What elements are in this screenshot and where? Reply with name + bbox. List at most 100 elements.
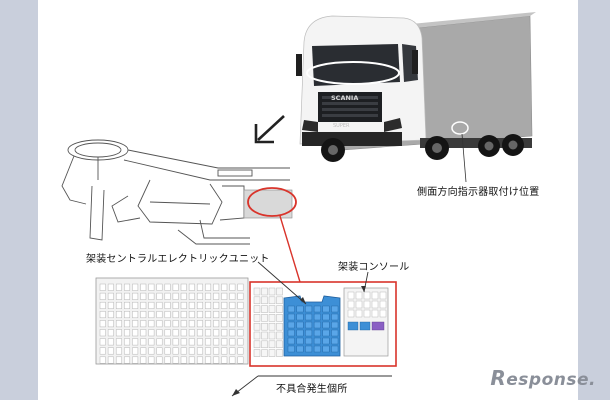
grid-cell: [124, 311, 131, 319]
grid-cell: [148, 283, 155, 291]
grid-cell: [237, 329, 244, 337]
grid-cell: [287, 345, 295, 353]
grid-cell: [261, 331, 268, 340]
grid-cell: [99, 283, 106, 291]
grid-cell: [132, 301, 139, 309]
grid-cell: [237, 301, 244, 309]
grid-cell: [253, 331, 261, 340]
grid-cell: [363, 291, 371, 300]
grid-cell: [115, 338, 122, 346]
grid-cell: [188, 292, 195, 300]
grid-cell: [99, 329, 106, 337]
grid-cell: [156, 356, 163, 364]
grid-cell: [205, 347, 212, 355]
grid-cell: [296, 345, 304, 353]
grid-cell: [313, 305, 321, 313]
grid-cell: [355, 309, 363, 318]
grid-cell: [140, 311, 147, 319]
grid-cell: [148, 311, 155, 319]
grid-cell: [305, 345, 313, 353]
grid-cell: [253, 322, 261, 331]
grid-cell: [196, 283, 203, 291]
grid-cell: [287, 337, 295, 345]
grid-cell: [172, 338, 179, 346]
grid-cell: [188, 320, 195, 328]
grid-cell: [221, 338, 228, 346]
dashboard-highlight-ellipse: [247, 187, 297, 217]
grid-cell: [253, 340, 261, 349]
grid-cell: [287, 305, 295, 313]
grid-cell: [363, 300, 371, 309]
grid-cell: [156, 311, 163, 319]
grid-cell: [229, 329, 236, 337]
grid-cell: [205, 338, 212, 346]
grid-cell: [276, 314, 283, 322]
grid-cell: [276, 322, 283, 331]
grid-cell: [180, 311, 187, 319]
response-logo: Response.: [490, 366, 596, 390]
grid-cell: [363, 309, 371, 318]
grid-cell: [180, 347, 187, 355]
grid-cell: [156, 283, 163, 291]
grid-cell: [276, 305, 283, 313]
grid-cell: [296, 329, 304, 337]
grid-cell: [276, 331, 283, 340]
grid-cell: [287, 321, 295, 329]
grid-cell: [188, 283, 195, 291]
grid-cell: [115, 320, 122, 328]
grid-cell: [196, 347, 203, 355]
grid-cell: [132, 292, 139, 300]
side-indicator-label: 側面方向指示器取付け位置: [417, 187, 540, 198]
grid-cell: [221, 283, 228, 291]
grid-cell: [261, 322, 268, 331]
grid-cell: [99, 356, 106, 364]
grid-cell: [268, 296, 276, 305]
grid-cell: [196, 329, 203, 337]
grid-cell: [172, 311, 179, 319]
grid-cell: [164, 311, 171, 319]
grid-cell: [213, 356, 220, 364]
grid-cell: [261, 296, 268, 305]
central-electric-unit: [283, 295, 341, 357]
grid-cell: [229, 338, 236, 346]
grid-cell: [371, 309, 379, 318]
grid-cell: [322, 329, 330, 337]
grid-cell: [164, 283, 171, 291]
grid-cell: [124, 283, 131, 291]
grid-cell: [148, 329, 155, 337]
grid-cell: [99, 301, 106, 309]
grid-cell: [196, 292, 203, 300]
grid-cell: [213, 311, 220, 319]
grid-cell: [268, 322, 276, 331]
grid-cell: [322, 337, 330, 345]
grid-cell: [156, 347, 163, 355]
grid-cell: [172, 301, 179, 309]
grid-cell: [148, 347, 155, 355]
grid-cell: [305, 329, 313, 337]
grid-cell: [253, 305, 261, 313]
grid-cell: [132, 311, 139, 319]
grid-cell: [305, 305, 313, 313]
grid-cell: [140, 320, 147, 328]
grid-cell: [276, 287, 283, 296]
grid-cell: [229, 301, 236, 309]
grille-text: SUPER: [333, 123, 350, 129]
grid-cell: [196, 320, 203, 328]
grid-cell: [180, 283, 187, 291]
grid-cell: [140, 347, 147, 355]
grid-cell: [156, 338, 163, 346]
grid-cell: [379, 300, 387, 309]
grid-cell: [140, 301, 147, 309]
grid-cell: [99, 320, 106, 328]
grid-cell: [221, 320, 228, 328]
dashboard-drawing: [61, 139, 290, 245]
grid-cell: [132, 347, 139, 355]
grid-cell: [99, 292, 106, 300]
grid-cell: [115, 283, 122, 291]
grid-cell: [313, 329, 321, 337]
grid-cell: [156, 329, 163, 337]
grid-cell: [205, 356, 212, 364]
grid-cell: [164, 338, 171, 346]
grid-cell: [296, 305, 304, 313]
grid-cell: [261, 314, 268, 322]
